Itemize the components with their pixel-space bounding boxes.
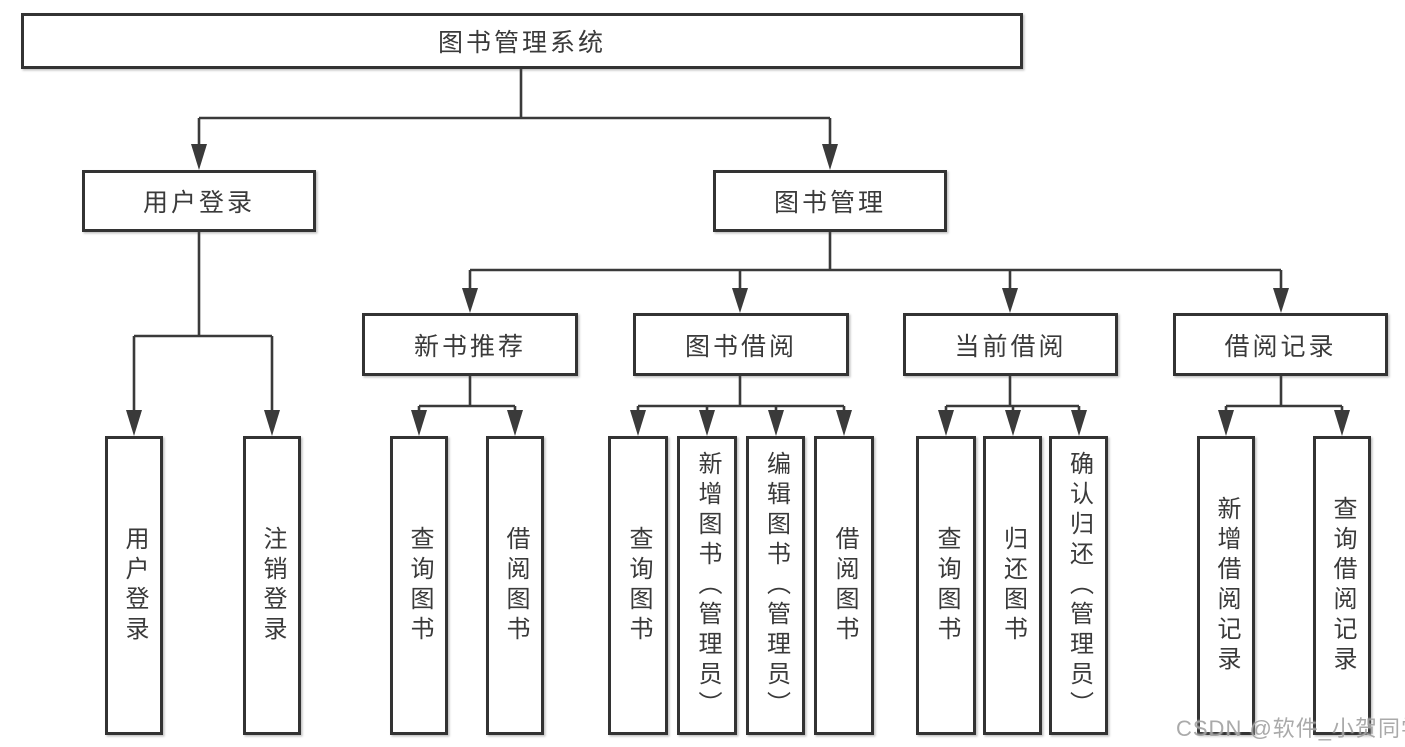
node-leaf-query-book-3: 查询图书 <box>916 436 976 735</box>
node-leaf-query-borrow-record: 查询借阅记录 <box>1313 436 1371 735</box>
node-leaf-borrow-book-2-label: 借阅图书 <box>831 525 858 646</box>
node-leaf-add-book-admin: 新增图书（管理员） <box>677 436 737 735</box>
node-leaf-return-book-label: 归还图书 <box>999 525 1027 646</box>
node-leaf-borrow-book-2: 借阅图书 <box>814 436 874 735</box>
node-new-book-recommend: 新书推荐 <box>362 313 578 376</box>
node-book-borrow: 图书借阅 <box>633 313 849 376</box>
node-current-borrow-label: 当前借阅 <box>954 332 1067 361</box>
node-borrow-record-label: 借阅记录 <box>1224 332 1337 361</box>
node-leaf-logout-label: 注销登录 <box>259 525 286 646</box>
node-leaf-query-book-3-label: 查询图书 <box>933 525 960 646</box>
node-leaf-edit-book-admin-label: 编辑图书（管理员） <box>762 450 790 721</box>
node-current-borrow: 当前借阅 <box>903 313 1118 376</box>
node-user-login-group-label: 用户登录 <box>142 189 255 217</box>
node-leaf-add-borrow-record-label: 新增借阅记录 <box>1213 495 1240 676</box>
node-user-login-group: 用户登录 <box>82 170 316 232</box>
node-leaf-logout: 注销登录 <box>243 436 301 735</box>
node-leaf-add-book-admin-label: 新增图书（管理员） <box>694 450 721 721</box>
node-leaf-borrow-book-1: 借阅图书 <box>486 436 544 735</box>
node-leaf-add-borrow-record: 新增借阅记录 <box>1197 436 1255 735</box>
node-root-system: 图书管理系统 <box>21 13 1023 69</box>
node-book-borrow-label: 图书借阅 <box>684 332 797 361</box>
node-leaf-query-book-1-label: 查询图书 <box>406 525 433 646</box>
node-leaf-query-book-1: 查询图书 <box>390 436 448 735</box>
node-leaf-borrow-book-1-label: 借阅图书 <box>502 525 529 646</box>
connector-book-borrow-to-children <box>630 376 852 436</box>
connector-borrow-record-to-children <box>1218 376 1350 436</box>
node-book-management: 图书管理 <box>713 170 947 232</box>
node-leaf-query-book-2: 查询图书 <box>608 436 668 735</box>
node-root-system-label: 图书管理系统 <box>437 29 606 57</box>
node-book-management-label: 图书管理 <box>773 189 886 217</box>
node-borrow-record: 借阅记录 <box>1173 313 1388 376</box>
node-leaf-user-login-label: 用户登录 <box>121 525 148 646</box>
connector-user-login-to-children <box>126 232 280 436</box>
node-leaf-user-login: 用户登录 <box>105 436 163 735</box>
node-leaf-query-book-2-label: 查询图书 <box>625 525 652 646</box>
node-leaf-query-borrow-record-label: 查询借阅记录 <box>1329 495 1356 676</box>
node-new-book-recommend-label: 新书推荐 <box>413 332 526 361</box>
node-leaf-return-book: 归还图书 <box>983 436 1042 735</box>
connector-current-borrow-to-children <box>938 376 1087 436</box>
node-leaf-edit-book-admin: 编辑图书（管理员） <box>746 436 805 735</box>
node-leaf-confirm-return-admin-label: 确认归还（管理员） <box>1065 450 1093 721</box>
node-leaf-confirm-return-admin: 确认归还（管理员） <box>1049 436 1108 735</box>
connector-book-management-to-sections <box>462 232 1289 313</box>
csdn-watermark: CSDN @软件_小贺同学 <box>1176 716 1405 741</box>
connector-root-to-level2 <box>191 69 838 170</box>
connector-new-book-to-children <box>411 376 523 436</box>
